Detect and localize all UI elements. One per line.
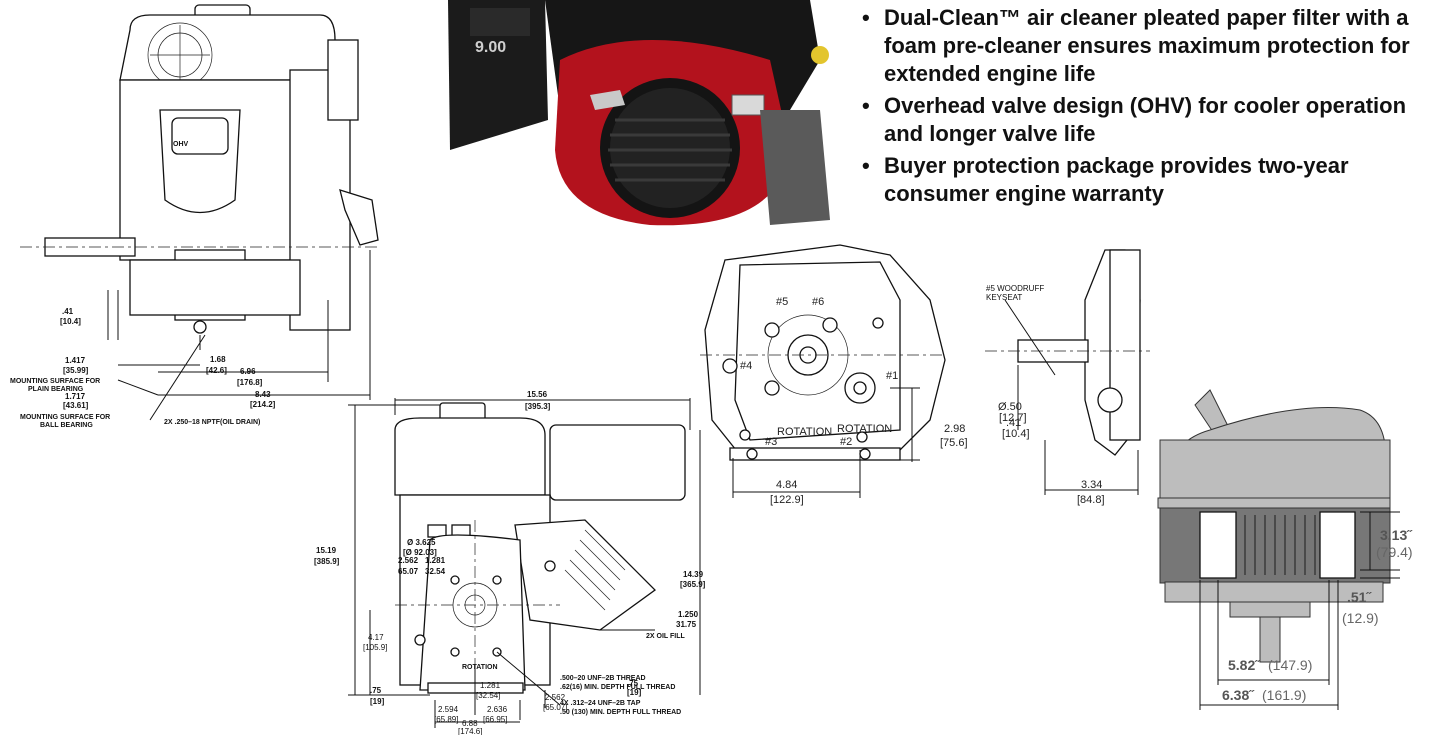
hole-3-label: #3 bbox=[765, 436, 777, 448]
dim-582: 5.82˝ bbox=[1228, 657, 1261, 673]
dim-1556-metric: [395.3] bbox=[525, 402, 551, 411]
dim-1417: 1.417 bbox=[65, 356, 86, 365]
side-view-drawing bbox=[348, 398, 701, 728]
oil-fill-note: 2X OIL FILL bbox=[646, 633, 685, 640]
thread-note-2: .62(16) MIN. DEPTH FULL THREAD bbox=[560, 684, 675, 691]
dim-075a: .75 bbox=[370, 686, 382, 695]
dim-1717-metric: [43.61] bbox=[63, 401, 89, 410]
dim-1439: 14.39 bbox=[683, 570, 704, 579]
dim-3625: Ø 3.625 bbox=[407, 538, 436, 547]
dim-696-metric: [176.8] bbox=[237, 378, 263, 387]
mount-ball-label: MOUNTING SURFACE FOR bbox=[20, 414, 110, 421]
feature-item: Buyer protection package provides two-ye… bbox=[862, 152, 1432, 208]
dim-1250: 1.250 bbox=[678, 610, 699, 619]
tap-note: 4X .312–24 UNF–2B TAP bbox=[560, 700, 641, 707]
dim-075b: .75 bbox=[627, 679, 639, 688]
dim-050-metric: [12.7] bbox=[999, 412, 1027, 424]
rotation-label-1: ROTATION bbox=[777, 426, 832, 438]
dim-2562a: 2.562 bbox=[398, 556, 419, 565]
keyseat-label-2: KEYSEAT bbox=[986, 293, 1022, 302]
hole-6-label: #6 bbox=[812, 296, 824, 308]
vertical-engine-drawing bbox=[1157, 389, 1400, 710]
dim-2562b-metric: [65.07] bbox=[543, 703, 567, 712]
dim-334-metric: [84.8] bbox=[1077, 494, 1105, 506]
dim-2594: 2.594 bbox=[438, 705, 459, 714]
dim-1556: 15.56 bbox=[527, 390, 548, 399]
dim-3625-metric: [Ø 92.03] bbox=[403, 548, 437, 557]
dim-041b: .41 bbox=[1006, 417, 1021, 429]
dim-484: 4.84 bbox=[776, 479, 797, 491]
feature-item: Overhead valve design (OHV) for cooler o… bbox=[862, 92, 1432, 148]
dim-1250-metric: 31.75 bbox=[676, 620, 697, 629]
dim-075b-metric: [19] bbox=[627, 688, 642, 697]
dim-050: Ø.50 bbox=[998, 401, 1022, 413]
photo-badge-text: 9.00 bbox=[475, 39, 506, 56]
mount-plain-label: MOUNTING SURFACE FOR bbox=[10, 378, 100, 385]
dim-298: 2.98 bbox=[944, 423, 965, 435]
ohv-badge: OHV bbox=[173, 141, 189, 148]
dim-2594-metric: [65.89] bbox=[434, 715, 458, 724]
keyseat-label: #5 WOODRUFF bbox=[986, 284, 1044, 293]
dim-843: 8.43 bbox=[255, 390, 271, 399]
dim-417: 4.17 bbox=[368, 633, 384, 642]
dim-638: 6.38˝ bbox=[1222, 687, 1255, 703]
dim-1717: 1.717 bbox=[65, 392, 86, 401]
dim-313-metric: (79.4) bbox=[1376, 544, 1413, 560]
mount-ball-label-2: BALL BEARING bbox=[40, 422, 93, 429]
hole-2-label: #2 bbox=[840, 436, 852, 448]
tap-note-2: .50 (130) MIN. DEPTH FULL THREAD bbox=[560, 709, 681, 716]
hole-4-label: #4 bbox=[740, 360, 752, 372]
dim-1519-metric: [385.9] bbox=[314, 557, 340, 566]
dim-2562a-metric: 65.07 bbox=[398, 567, 419, 576]
dim-417-metric: [105.9] bbox=[363, 643, 387, 652]
dim-1519: 15.19 bbox=[316, 546, 337, 555]
feature-item: Dual-Clean™ air cleaner pleated paper fi… bbox=[862, 4, 1432, 88]
dim-484-metric: [122.9] bbox=[770, 494, 804, 506]
dim-638-metric: (161.9) bbox=[1262, 687, 1306, 703]
mounting-view-drawing bbox=[700, 244, 946, 498]
dim-1281a: 1.281 bbox=[425, 556, 446, 565]
mount-plain-label-2: PLAIN BEARING bbox=[28, 386, 84, 393]
dim-1281b: 1.281 bbox=[480, 681, 501, 690]
dim-168: 1.68 bbox=[210, 355, 226, 364]
dim-168-metric: [42.6] bbox=[206, 366, 227, 375]
dim-298-metric: [75.6] bbox=[940, 437, 968, 449]
dim-582-metric: (147.9) bbox=[1268, 657, 1312, 673]
dim-2636: 2.636 bbox=[487, 705, 508, 714]
dim-688-metric: [174.6] bbox=[458, 727, 482, 735]
rotation-label-2: ROTATION bbox=[837, 423, 892, 435]
oil-drain-note: 2X .250–18 NPTF(OIL DRAIN) bbox=[164, 419, 260, 426]
dim-1417-metric: [35.99] bbox=[63, 366, 89, 375]
dim-2562b: 2.562 bbox=[545, 693, 566, 702]
dim-075a-metric: [19] bbox=[370, 697, 385, 706]
front-view-drawing bbox=[20, 4, 380, 421]
dim-041-metric: [10.4] bbox=[60, 317, 81, 326]
dim-843-metric: [214.2] bbox=[250, 400, 276, 409]
dim-334: 3.34 bbox=[1081, 479, 1102, 491]
dim-051: .51˝ bbox=[1347, 589, 1372, 605]
dim-696: 6.96 bbox=[240, 367, 256, 376]
dim-051-metric: (12.9) bbox=[1342, 610, 1379, 626]
dim-688: 6.88 bbox=[462, 719, 478, 728]
hole-5-label: #5 bbox=[776, 296, 788, 308]
dim-313: 3.13˝ bbox=[1380, 527, 1413, 543]
dim-1439-metric: [365.9] bbox=[680, 580, 706, 589]
shaft-view-drawing bbox=[985, 249, 1150, 495]
feature-list: Dual-Clean™ air cleaner pleated paper fi… bbox=[862, 4, 1432, 212]
dim-1281b-metric: [32.54] bbox=[476, 691, 500, 700]
dim-041b-metric: [10.4] bbox=[1002, 428, 1030, 440]
hole-1-label: #1 bbox=[886, 370, 898, 382]
engine-photo: 9.00 bbox=[420, 0, 840, 226]
thread-note: .500–20 UNF–2B THREAD bbox=[560, 675, 646, 682]
dim-2636-metric: [66.95] bbox=[483, 715, 507, 724]
dim-041: .41 bbox=[62, 307, 74, 316]
dim-1281a-metric: 32.54 bbox=[425, 567, 446, 576]
rotation-label: ROTATION bbox=[462, 664, 498, 671]
